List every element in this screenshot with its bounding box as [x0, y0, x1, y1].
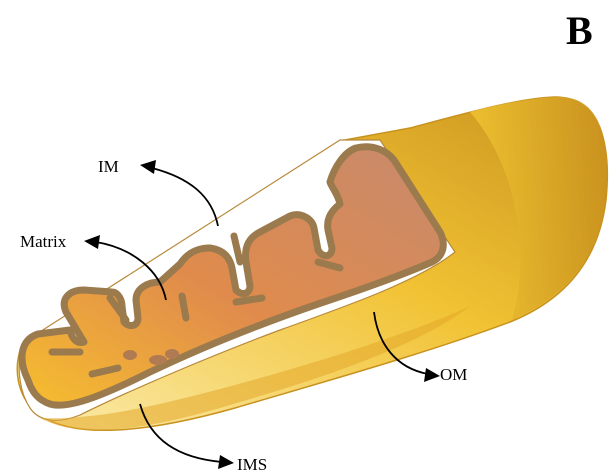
label-om: OM — [440, 365, 467, 384]
granule-3 — [165, 349, 179, 359]
label-ims: IMS — [237, 455, 267, 474]
granule-2 — [149, 355, 167, 365]
arrow-im-head — [140, 160, 156, 174]
label-im: IM — [98, 157, 119, 176]
arrow-matrix-head — [84, 235, 100, 249]
arrow-ims-head — [218, 455, 234, 469]
granule-1 — [123, 350, 137, 360]
arrow-om-head — [424, 368, 440, 382]
panel-letter: B — [566, 8, 593, 53]
arrow-im — [152, 168, 218, 226]
label-matrix: Matrix — [20, 232, 67, 251]
crista-4 — [182, 296, 186, 318]
crista-6 — [236, 298, 262, 302]
